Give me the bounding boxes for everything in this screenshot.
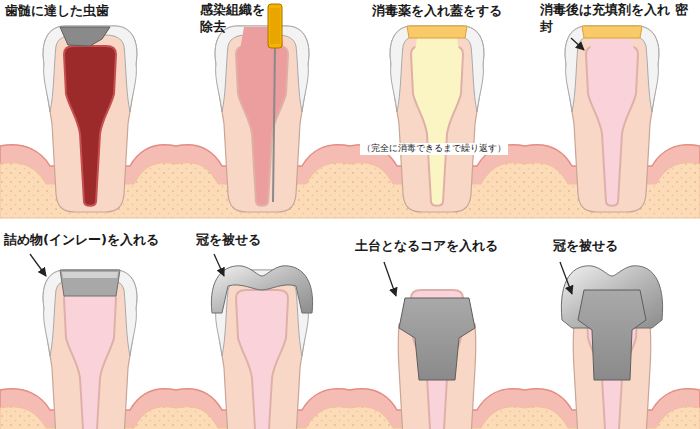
- tooth: [561, 266, 662, 429]
- inlay-highlight: [62, 272, 118, 278]
- file-handle: [268, 4, 282, 48]
- file-groove: [279, 8, 280, 44]
- dentin: [565, 26, 659, 212]
- step-label: 冠を被せる: [553, 238, 618, 255]
- leader-arrow: [571, 38, 584, 50]
- tooth: [398, 290, 476, 429]
- leader-arrow: [384, 262, 396, 296]
- pulp: [64, 290, 116, 429]
- pulp: [411, 46, 463, 206]
- tooth: [43, 26, 137, 212]
- step-label: 土台となるコアを入れる: [355, 238, 498, 255]
- step-label: （完全に消毒できるまで繰り返す）: [360, 143, 508, 155]
- pulp: [64, 46, 116, 206]
- step-label: 感染組織を 除去: [200, 2, 270, 36]
- file-groove: [277, 8, 278, 44]
- step-label: 消毒後は充填剤を入れ 密封: [540, 2, 690, 36]
- dentin: [43, 270, 137, 429]
- dentin: [215, 270, 309, 429]
- metal-crown: [211, 266, 312, 313]
- tooth: [215, 4, 309, 212]
- step-label: 歯髄に達した虫歯: [5, 3, 109, 20]
- pulp: [236, 46, 288, 206]
- step-label: 冠を被せる: [196, 232, 261, 249]
- dentin: [43, 26, 137, 212]
- pulp: [236, 290, 288, 429]
- tooth: [211, 266, 312, 429]
- leader-arrow: [214, 254, 224, 276]
- file-groove: [273, 8, 274, 44]
- leader-arrow: [560, 262, 572, 294]
- file-groove: [271, 8, 272, 44]
- core-post: [578, 290, 646, 380]
- tooth: [390, 26, 484, 212]
- step-label: 消毒薬を入れ蓋をする: [372, 3, 502, 20]
- dentin: [215, 26, 309, 212]
- core-post: [399, 298, 475, 380]
- tooth: [43, 270, 137, 429]
- pulp: [586, 46, 638, 206]
- inlay: [60, 270, 120, 296]
- dentin: [390, 26, 484, 212]
- tooth: [565, 26, 659, 212]
- temporary-cap: [407, 26, 467, 38]
- file-groove: [275, 8, 276, 44]
- step-label: 詰め物(インレー)を入れる: [4, 232, 159, 249]
- cavity: [60, 27, 110, 46]
- temporary-cap: [582, 26, 642, 38]
- file-shaft: [273, 46, 275, 202]
- leader-arrow: [30, 254, 46, 276]
